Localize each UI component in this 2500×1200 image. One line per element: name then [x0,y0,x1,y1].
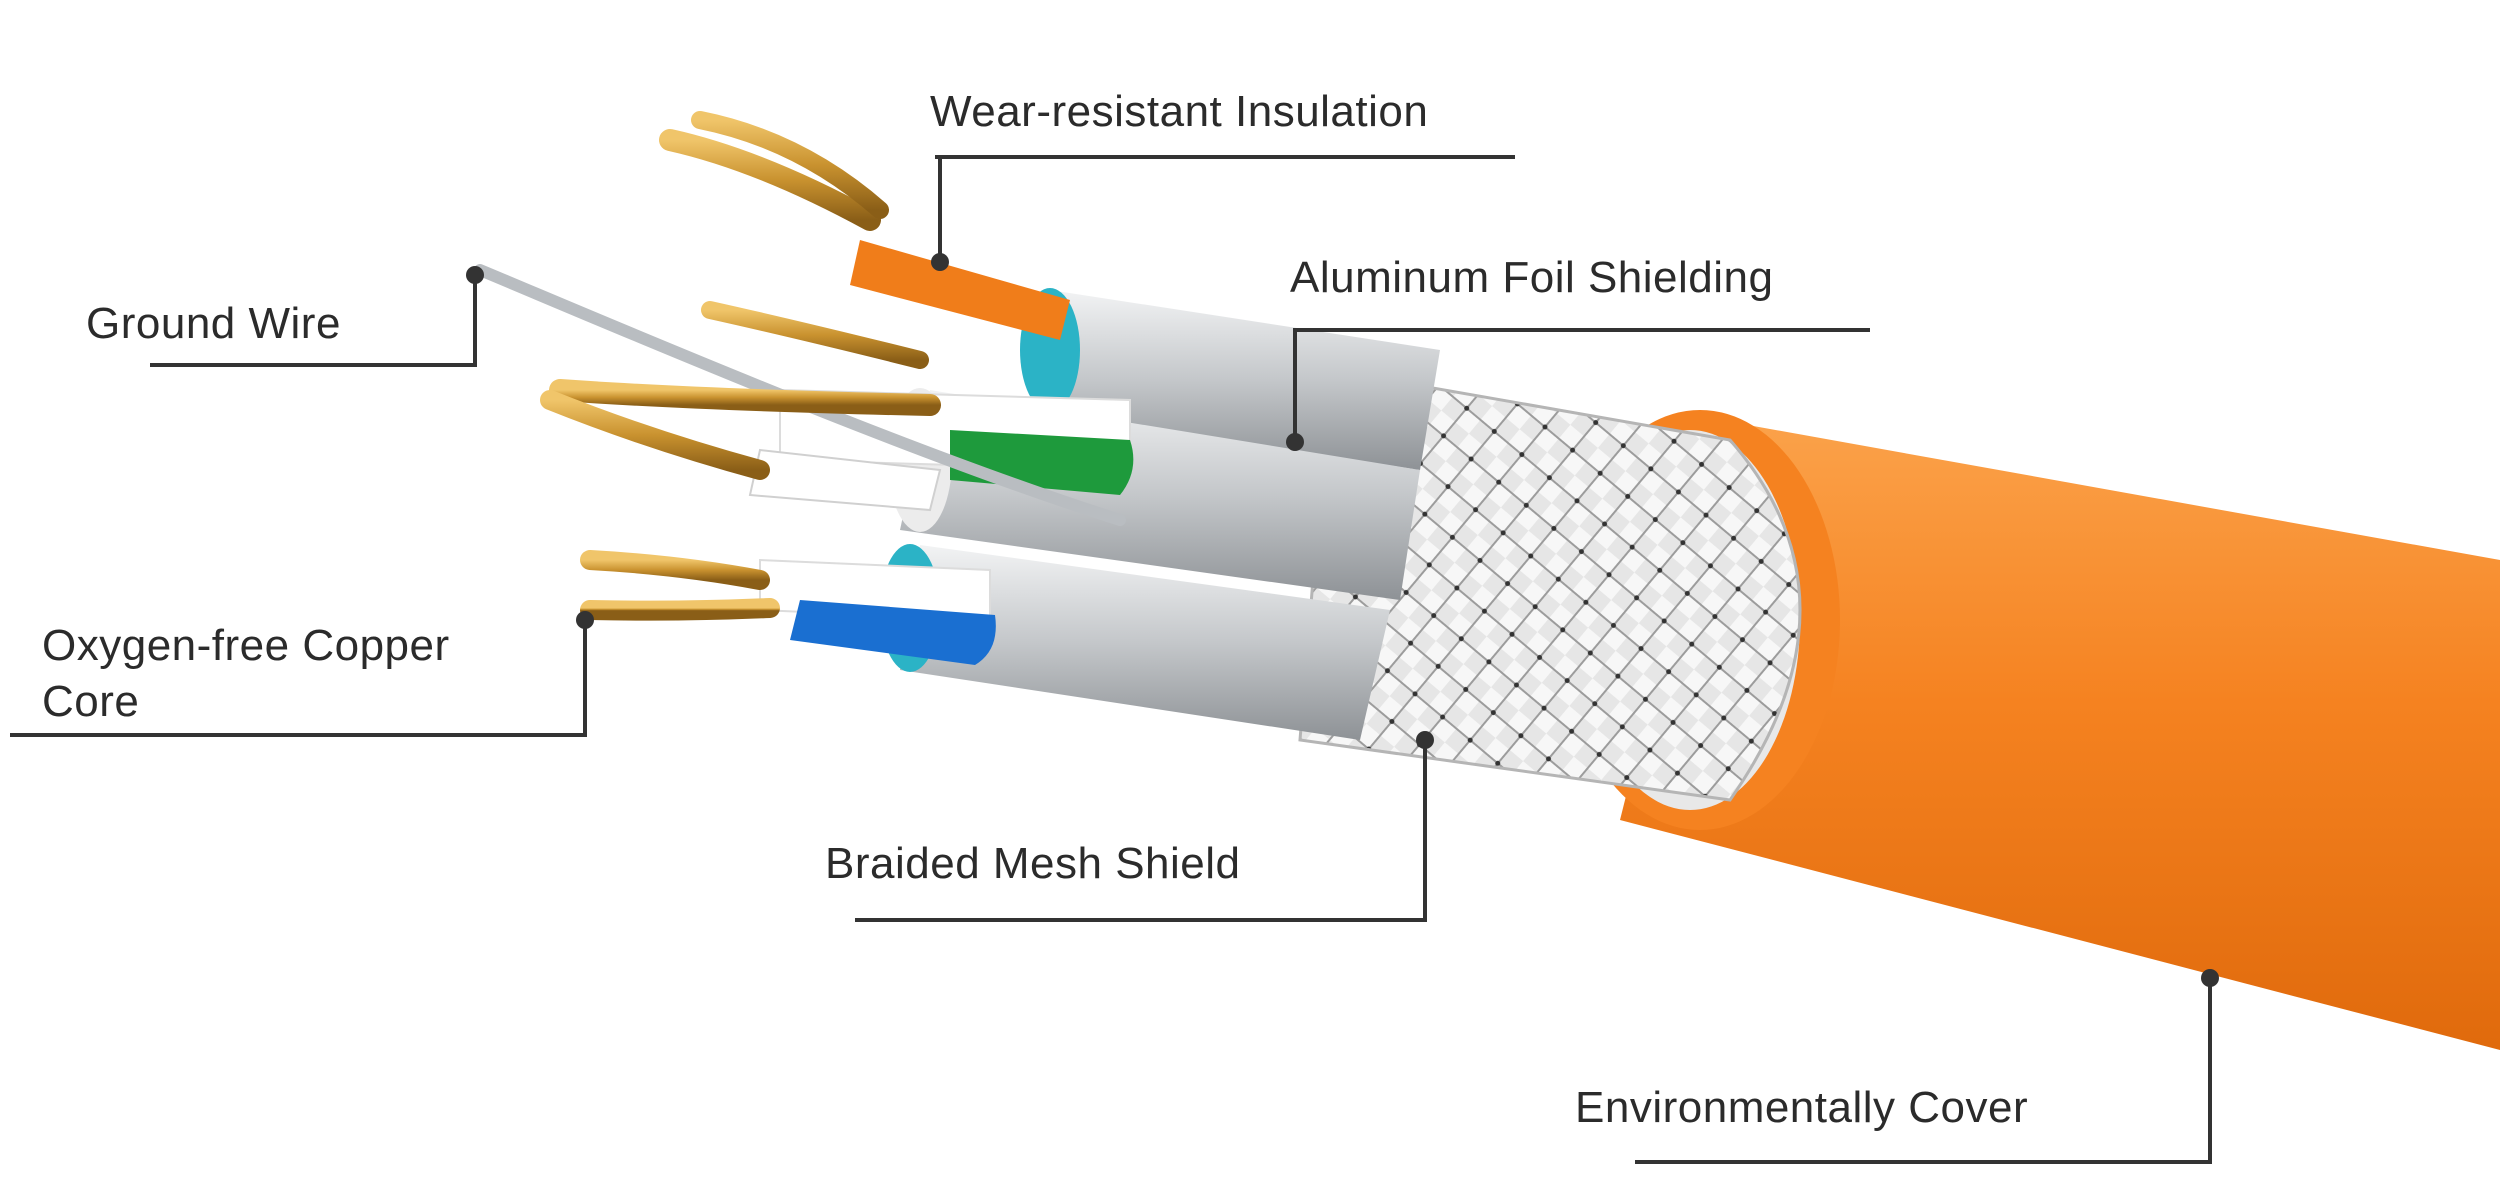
blue-pair [759,558,996,665]
braided-shield [1298,368,1802,802]
label-copper-core-line1: Oxygen-free Copper [42,621,450,670]
ground-wire [474,264,1126,526]
leader-lines [10,155,2212,1164]
label-cover: Environmentally Cover [1575,1083,2029,1132]
label-wear-insulation: Wear-resistant Insulation [930,87,1429,136]
white-pair [748,448,942,512]
label-copper-core-line2: Core [42,677,140,726]
copper-conductors [540,111,941,621]
label-ground-wire: Ground Wire [86,299,341,348]
label-braided-shield: Braided Mesh Shield [825,839,1241,888]
orange-pair [850,240,1070,340]
label-foil-shielding: Aluminum Foil Shielding [1290,253,1774,302]
leader-dots [466,253,2219,987]
